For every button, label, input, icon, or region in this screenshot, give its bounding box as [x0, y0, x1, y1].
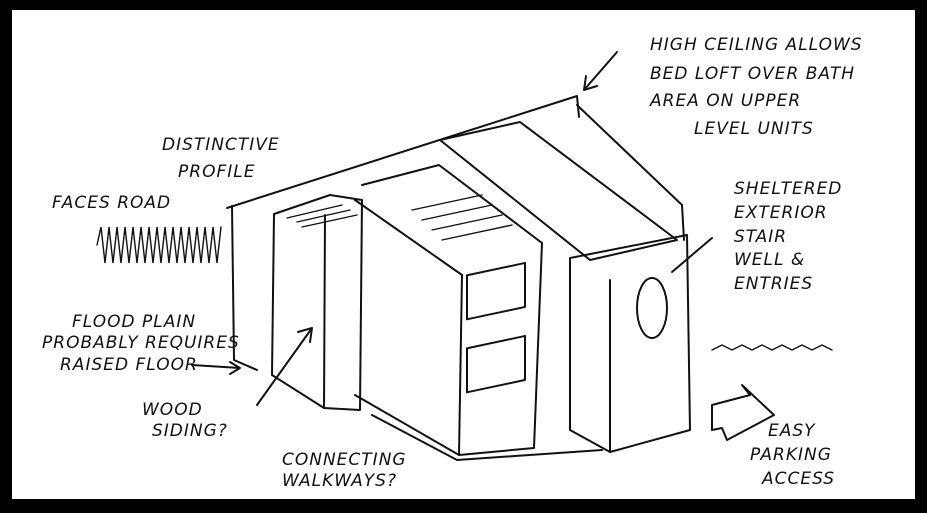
road-noise-squiggle	[96, 226, 222, 264]
connecting-note: CONNECTING WALKWAYS?	[282, 450, 407, 492]
front-left-tower	[271, 194, 363, 411]
parking-note: EASY PARKING ACCESS	[750, 421, 836, 489]
upper-bar	[439, 121, 678, 261]
faces-road-note: FACES ROAD	[52, 193, 172, 213]
center-block	[354, 164, 543, 456]
right-block	[569, 234, 691, 453]
parking-squiggle	[711, 344, 833, 351]
wood-siding-note: WOOD SIDING?	[142, 400, 228, 442]
arrow-stair	[671, 237, 713, 273]
window-lower	[466, 334, 526, 394]
stair-note: SHELTERED EXTERIOR STAIR WELL & ENTRIES	[734, 179, 843, 295]
flood-note: FLOOD PLAIN PROBABLY REQUIRES RAISED FLO…	[42, 312, 240, 375]
parking-arrow	[711, 384, 775, 441]
left-block	[231, 205, 258, 371]
building-sketch	[96, 51, 833, 461]
distinctive-note: DISTINCTIVE PROFILE	[162, 135, 280, 183]
walkway	[371, 414, 603, 461]
round-window	[636, 277, 668, 339]
window-upper	[466, 261, 526, 321]
roof-line	[226, 95, 580, 209]
high-ceiling-note: HIGH CEILING ALLOWS BED LOFT OVER BATH A…	[650, 35, 863, 139]
sketch-canvas: HIGH CEILING ALLOWS BED LOFT OVER BATH A…	[12, 10, 915, 499]
arrow-roof	[583, 51, 618, 91]
arrow-raised-floor	[191, 361, 241, 375]
roof-right-edge	[576, 104, 685, 241]
arrow-wood-siding	[256, 327, 313, 406]
roof-hatching	[286, 204, 358, 228]
